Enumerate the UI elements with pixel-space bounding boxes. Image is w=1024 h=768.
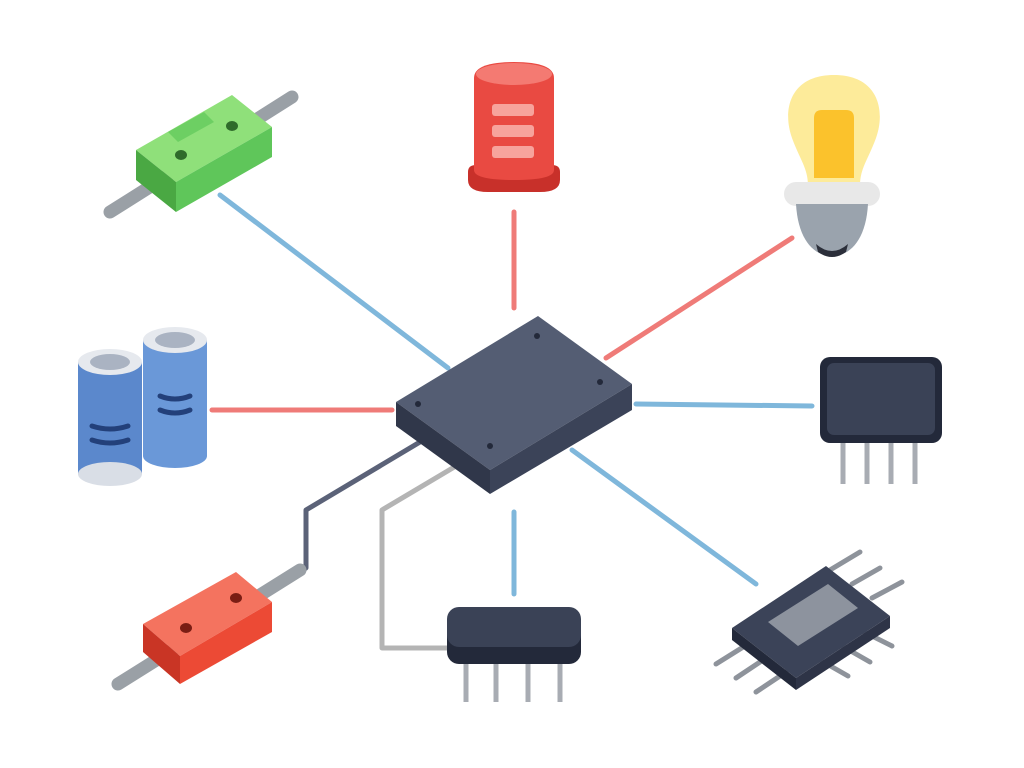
blue-capacitors-icon bbox=[78, 327, 207, 486]
wire-green-resistor bbox=[217, 192, 451, 371]
small-ic-icon bbox=[447, 607, 581, 702]
light-bulb-icon bbox=[784, 75, 880, 257]
central-chip-icon bbox=[396, 316, 632, 494]
wire-qfp-chip bbox=[569, 447, 759, 587]
wire-small-ic bbox=[379, 463, 459, 651]
transistor-module-icon bbox=[820, 357, 942, 484]
green-resistor-icon bbox=[103, 90, 299, 219]
red-resistor-icon bbox=[111, 563, 307, 691]
qfp-chip-body bbox=[732, 566, 890, 690]
wire-red-resistor bbox=[293, 439, 423, 577]
wire-transistor-module bbox=[633, 401, 815, 409]
red-capacitor-icon bbox=[468, 62, 560, 192]
wire-light-bulb bbox=[603, 235, 795, 361]
